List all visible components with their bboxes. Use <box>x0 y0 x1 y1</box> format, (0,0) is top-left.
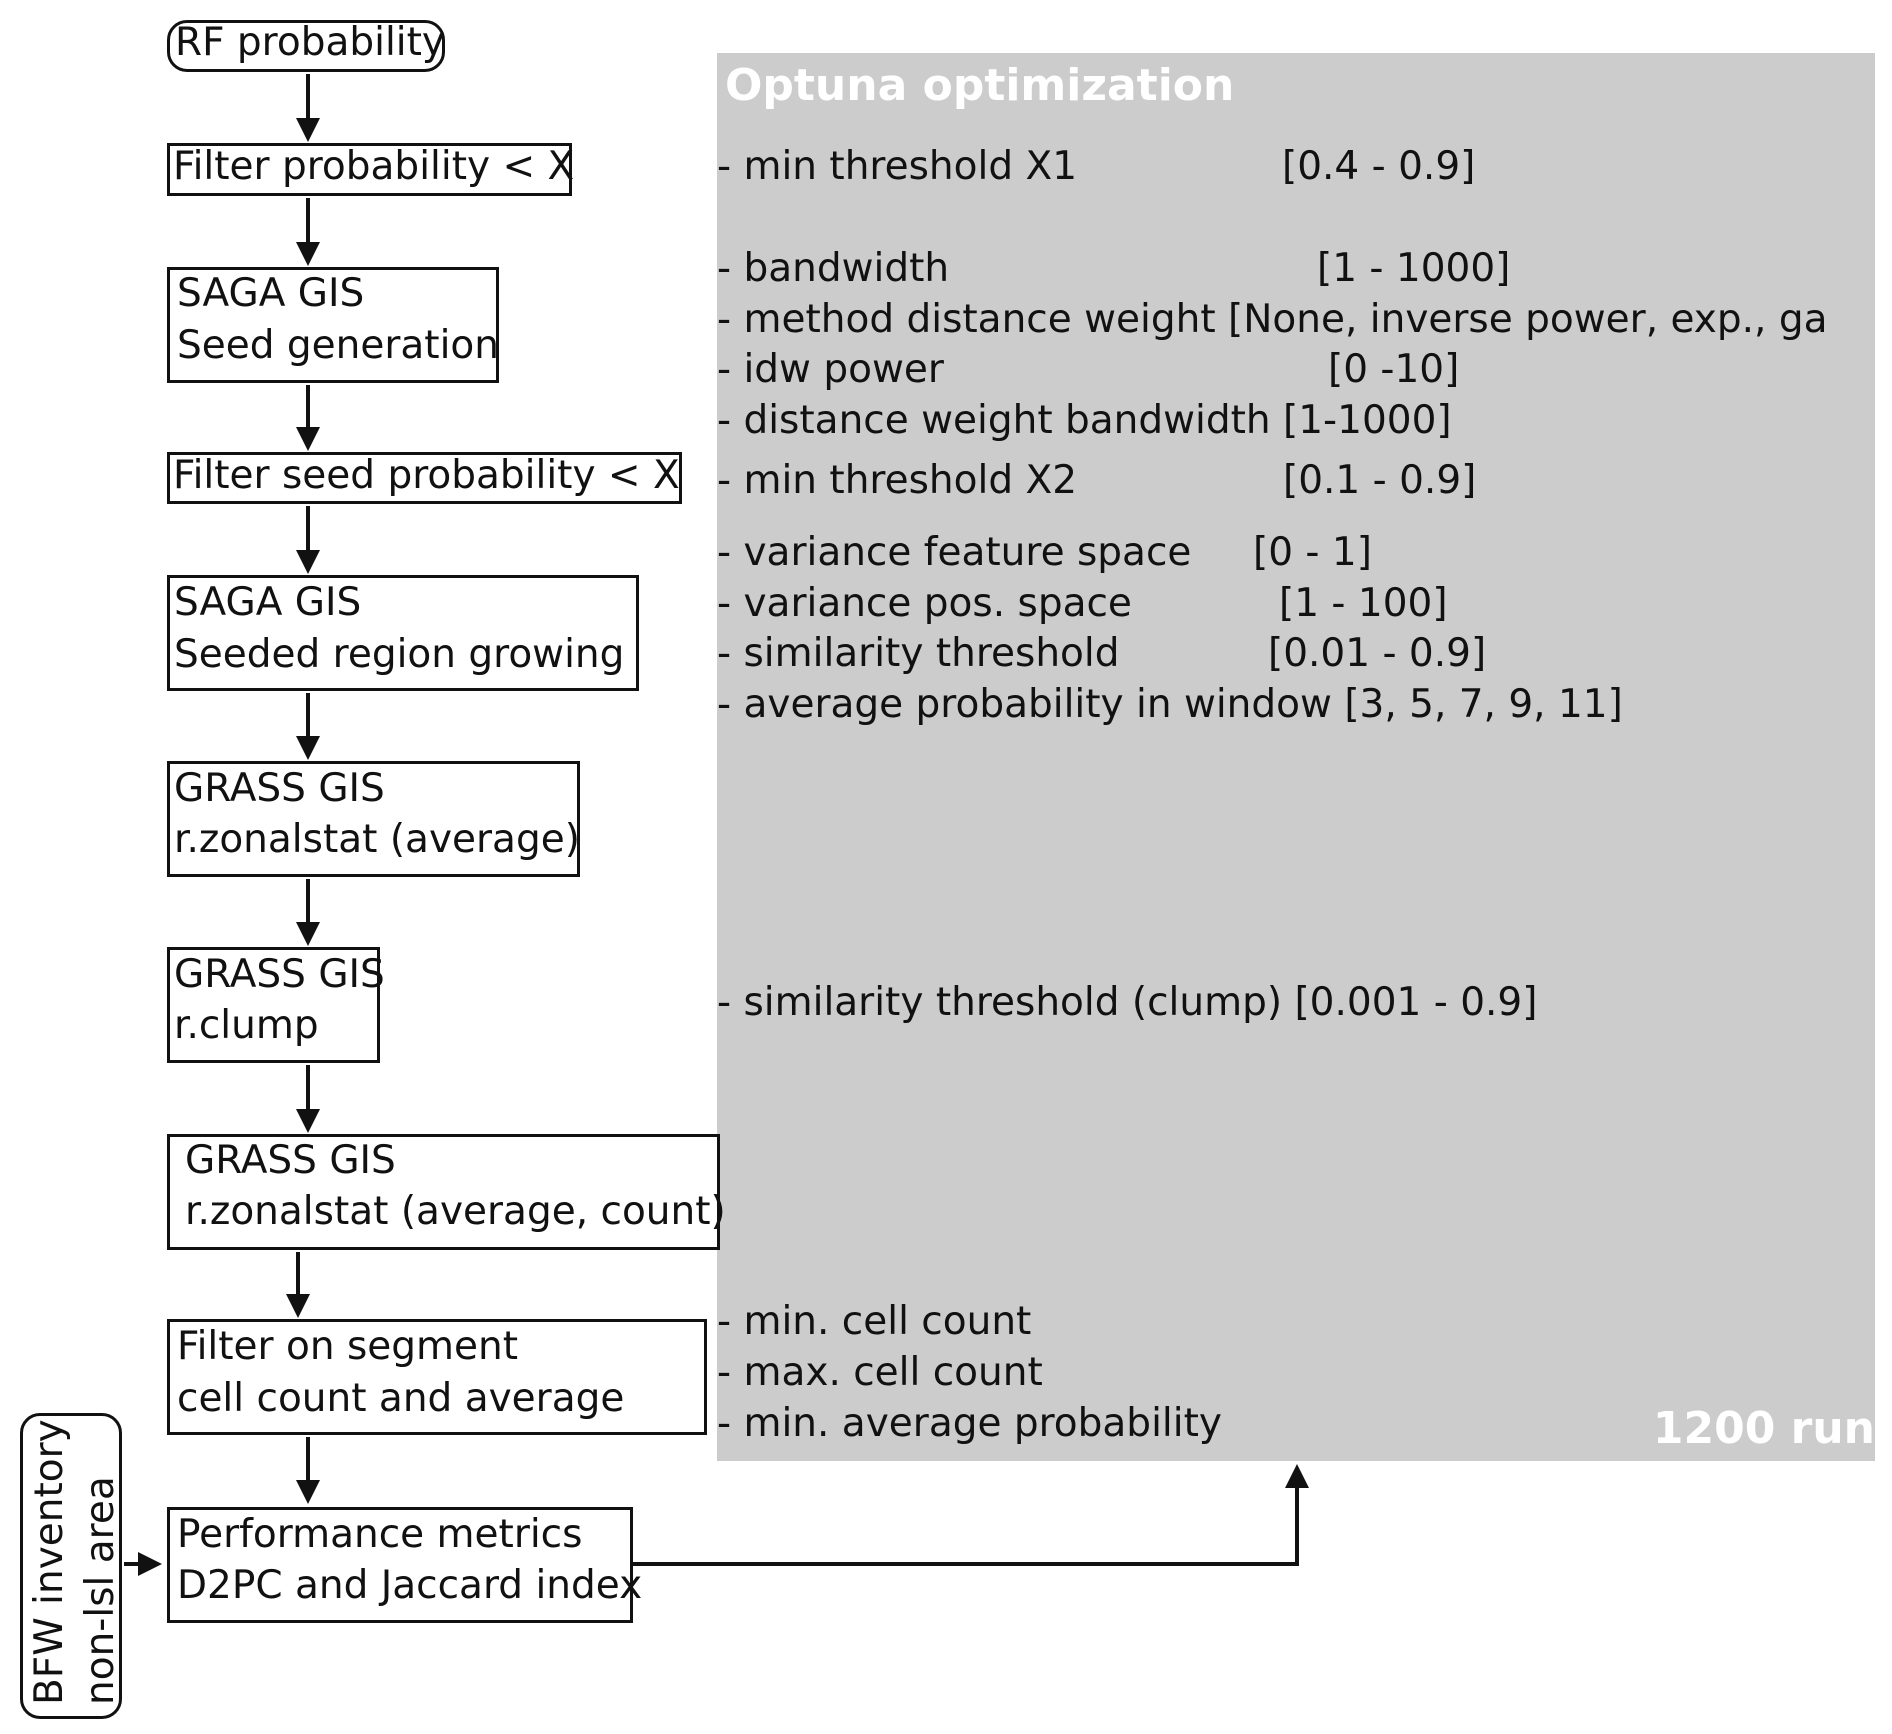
seeded-region-growing-line1: SAGA GIS <box>174 580 362 625</box>
param-min-cell-count: - min. cell count <box>717 1299 1032 1344</box>
zonalstat-average-count-box <box>167 1134 720 1250</box>
segment-filter-line2: cell count and average <box>177 1376 625 1421</box>
seeded-region-growing-line2: Seeded region growing <box>174 632 625 677</box>
performance-metrics-line2: D2PC and Jaccard index <box>177 1563 643 1608</box>
performance-metrics-box <box>167 1507 633 1623</box>
performance-metrics-line1: Performance metrics <box>177 1512 583 1557</box>
optuna-panel-title: Optuna optimization <box>725 60 1235 111</box>
param-bandwidth: - bandwidth <box>717 246 950 291</box>
range-bandwidth: [1 - 1000] <box>1317 246 1511 291</box>
seeded-region-growing-box <box>167 575 639 691</box>
seed-generation-box <box>167 267 499 383</box>
param-distance-weight-bandwidth: - distance weight bandwidth [1-1000] <box>717 398 1452 443</box>
runs-count-label: 1200 run <box>1652 1403 1875 1454</box>
rf-probability-label: RF probability <box>175 20 446 65</box>
zonalstat-average-count-line2: r.zonalstat (average, count) <box>185 1189 726 1234</box>
bfw-inventory-line2: non-lsl area <box>78 1476 123 1705</box>
rf-probability-box <box>167 20 445 72</box>
range-min-threshold-x1: [0.4 - 0.9] <box>1282 144 1476 189</box>
filter-seed-probability-label: Filter seed probability < X <box>173 453 680 498</box>
range-min-threshold-x2: [0.1 - 0.9] <box>1283 458 1477 503</box>
filter-seed-probability-box <box>167 452 682 504</box>
range-variance-pos-space: [1 - 100] <box>1279 581 1448 626</box>
range-similarity-threshold: [0.01 - 0.9] <box>1268 631 1487 676</box>
seed-generation-line2: Seed generation <box>177 323 499 368</box>
param-variance-feature-space: - variance feature space <box>717 530 1192 575</box>
seed-generation-line1: SAGA GIS <box>177 271 365 316</box>
param-idw-power: - idw power <box>717 347 944 392</box>
filter-probability-box <box>167 143 572 196</box>
zonalstat-average-count-line1: GRASS GIS <box>185 1138 396 1183</box>
segment-filter-line1: Filter on segment <box>177 1324 519 1369</box>
param-min-average-probability: - min. average probability <box>717 1401 1222 1446</box>
r-clump-line2: r.clump <box>174 1003 319 1048</box>
zonalstat-average-line2: r.zonalstat (average) <box>174 817 580 862</box>
bfw-inventory-box <box>20 1413 122 1719</box>
param-variance-pos-space: - variance pos. space <box>717 581 1132 626</box>
zonalstat-average-line1: GRASS GIS <box>174 766 385 811</box>
r-clump-box <box>167 947 380 1063</box>
zonalstat-average-box <box>167 761 580 877</box>
param-average-probability-window: - average probability in window [3, 5, 7… <box>717 682 1623 727</box>
param-min-threshold-x1: - min threshold X1 <box>717 144 1078 189</box>
filter-probability-label: Filter probability < X <box>173 144 575 189</box>
range-variance-feature-space: [0 - 1] <box>1253 530 1372 575</box>
bfw-inventory-line1: BFW inventory <box>27 1419 72 1705</box>
param-method-distance-weight: - method distance weight [None, inverse … <box>717 297 1828 342</box>
param-similarity-threshold: - similarity threshold <box>717 631 1120 676</box>
arrow-metrics-to-optuna <box>632 1464 1309 1566</box>
param-min-threshold-x2: - min threshold X2 <box>717 458 1078 503</box>
r-clump-line1: GRASS GIS <box>174 952 385 997</box>
segment-filter-box <box>167 1319 707 1435</box>
param-similarity-threshold-clump: - similarity threshold (clump) [0.001 - … <box>717 980 1538 1025</box>
range-idw-power: [0 -10] <box>1328 347 1460 392</box>
optuna-optimization-panel <box>717 53 1875 1461</box>
param-max-cell-count: - max. cell count <box>717 1350 1043 1395</box>
